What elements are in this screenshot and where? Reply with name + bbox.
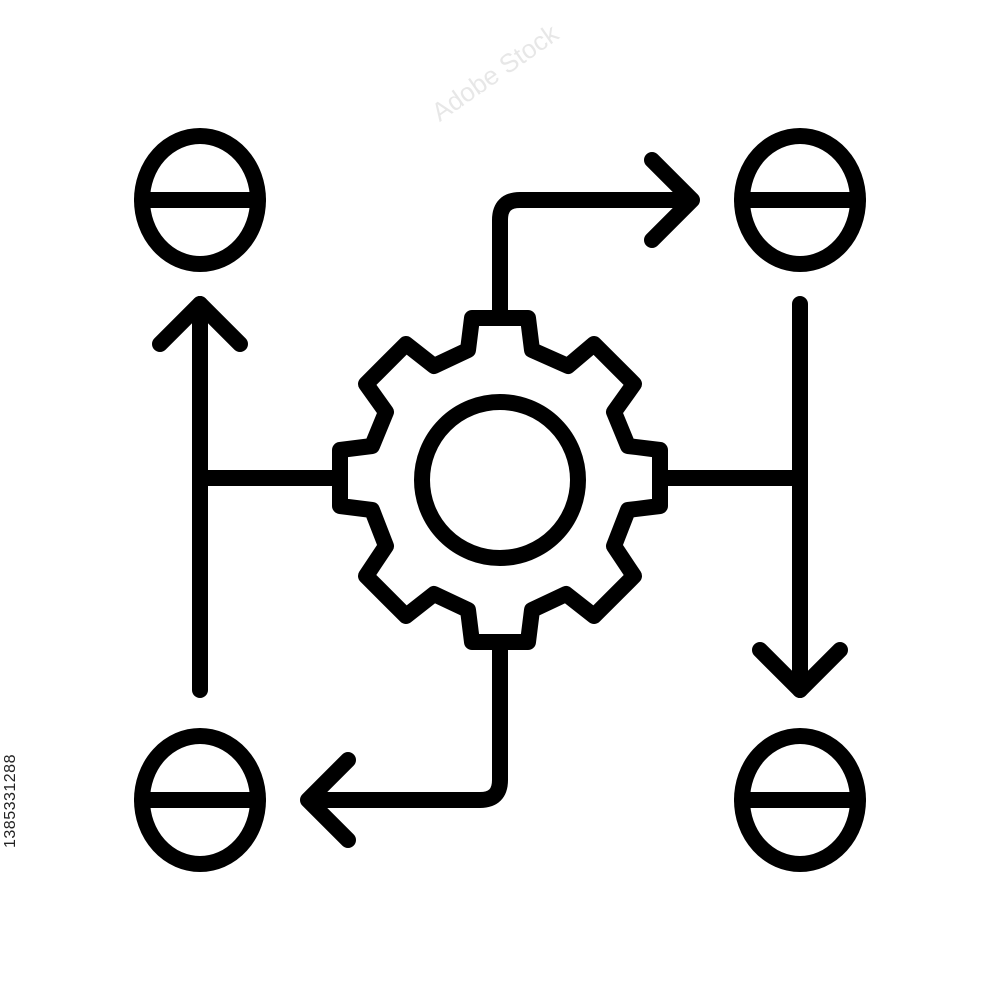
image-id-label: 1385331288 (2, 754, 19, 848)
connector-right (652, 296, 848, 698)
connector-bottom-left (300, 634, 508, 848)
watermark: Adobe Stock (426, 17, 565, 127)
node-bottom-left-icon (134, 728, 266, 872)
arrow-left-head-icon (300, 752, 356, 848)
gear-center-circle (414, 394, 586, 566)
gear-outline (332, 310, 668, 650)
connector-top-right (492, 152, 700, 326)
arrow-to-top-right-line (492, 192, 698, 326)
arrow-right-head-icon (644, 152, 700, 248)
arrow-down-head-icon (752, 642, 848, 698)
arrow-up-head-icon (152, 296, 248, 352)
node-top-right-icon (734, 128, 866, 272)
node-top-left-icon (134, 128, 266, 272)
watermark-text: Adobe Stock (426, 17, 565, 127)
connector-left (152, 296, 348, 698)
arrow-to-bottom-left-line (302, 634, 508, 808)
gear-icon (332, 310, 668, 650)
node-bottom-right-icon (734, 728, 866, 872)
